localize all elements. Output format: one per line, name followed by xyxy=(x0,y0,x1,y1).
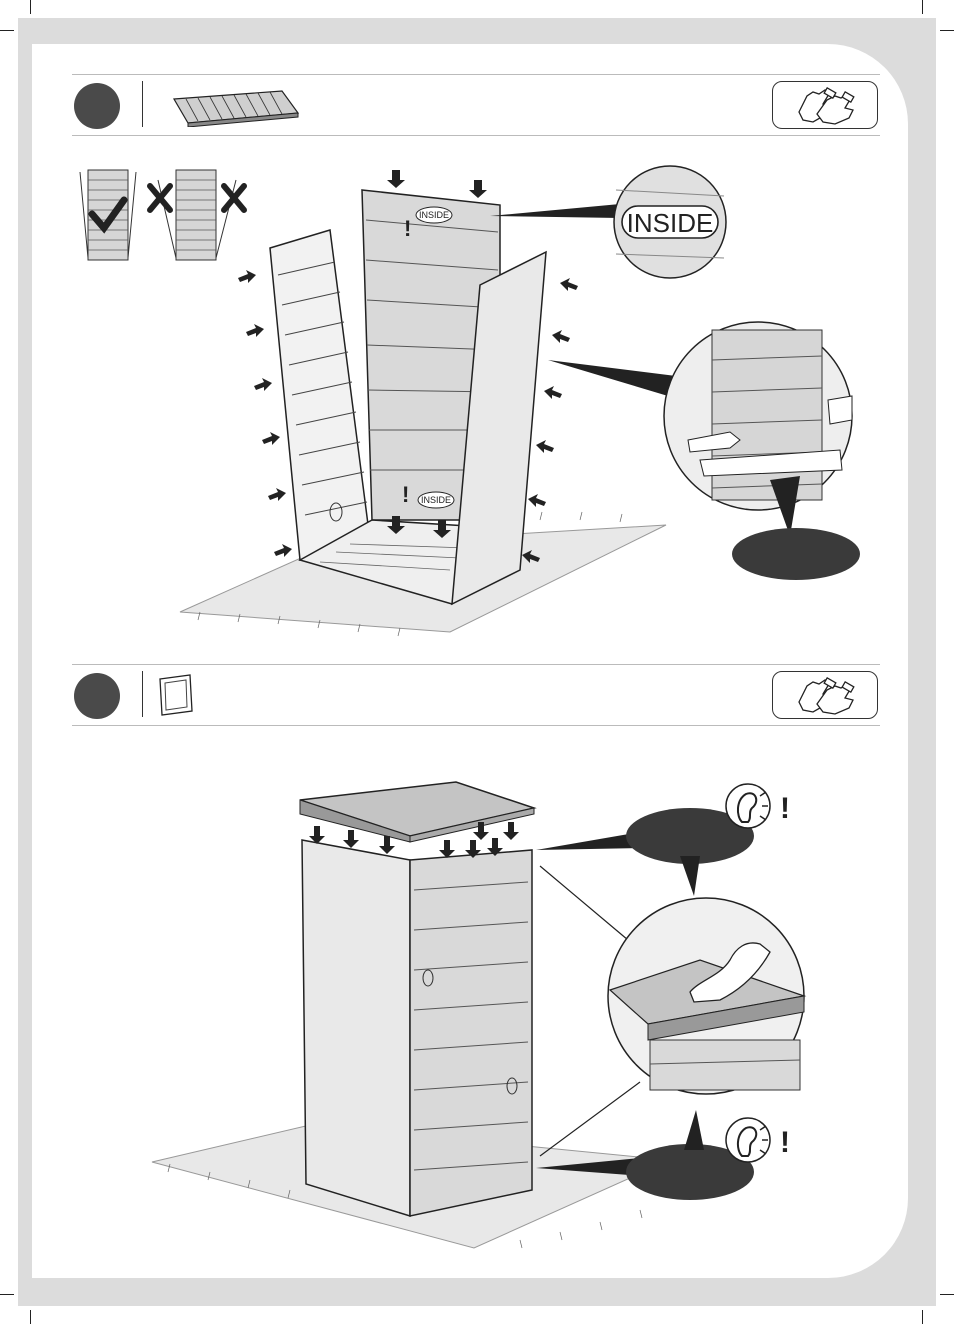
floor-panel-part-icon xyxy=(170,83,302,127)
crop-mark xyxy=(922,0,923,14)
wrong-orientation-thumbnail xyxy=(150,170,244,260)
crop-mark xyxy=(940,1294,954,1295)
crop-mark xyxy=(30,1310,31,1324)
crop-mark xyxy=(940,30,954,31)
cabinet-side xyxy=(302,840,410,1216)
crop-mark xyxy=(922,1310,923,1324)
wear-gloves-badge xyxy=(772,671,878,719)
correct-orientation-thumbnail xyxy=(80,170,136,260)
wear-gloves-badge xyxy=(772,81,878,129)
inside-zoom-label: INSIDE xyxy=(627,208,714,238)
crop-mark xyxy=(30,0,31,14)
left-side-panel xyxy=(270,230,370,560)
step-1-illustration: INSIDE INSIDE ! ! INSIDE xyxy=(0,150,954,650)
inside-label-top: INSIDE xyxy=(419,210,449,220)
step-number-circle xyxy=(74,83,120,129)
gloves-icon xyxy=(773,672,877,718)
ear-click-icon: ! xyxy=(726,1118,790,1162)
svg-text:!: ! xyxy=(780,1126,790,1159)
inside-label-bottom: INSIDE xyxy=(421,495,451,505)
cabinet-front xyxy=(410,850,532,1216)
header-divider xyxy=(142,81,143,127)
zoom-pointer xyxy=(548,360,676,396)
gloves-icon xyxy=(773,82,877,128)
header-divider xyxy=(142,671,143,717)
roof-panel-part-icon xyxy=(156,673,196,719)
leader-line xyxy=(540,1082,640,1156)
roof-panel xyxy=(300,782,534,836)
leader-line xyxy=(540,866,628,940)
ear-click-icon: ! xyxy=(726,784,790,828)
crop-mark xyxy=(0,1294,14,1295)
step-number-circle xyxy=(74,673,120,719)
step-1-header xyxy=(72,74,880,136)
callout-bubble xyxy=(732,528,860,580)
svg-text:!: ! xyxy=(404,216,411,241)
crop-mark xyxy=(0,30,14,31)
zoom-pointer xyxy=(490,204,620,218)
step-2-header xyxy=(72,664,880,726)
svg-text:!: ! xyxy=(402,482,409,507)
step-2-illustration: ! ! xyxy=(0,740,954,1260)
svg-text:!: ! xyxy=(780,792,790,825)
